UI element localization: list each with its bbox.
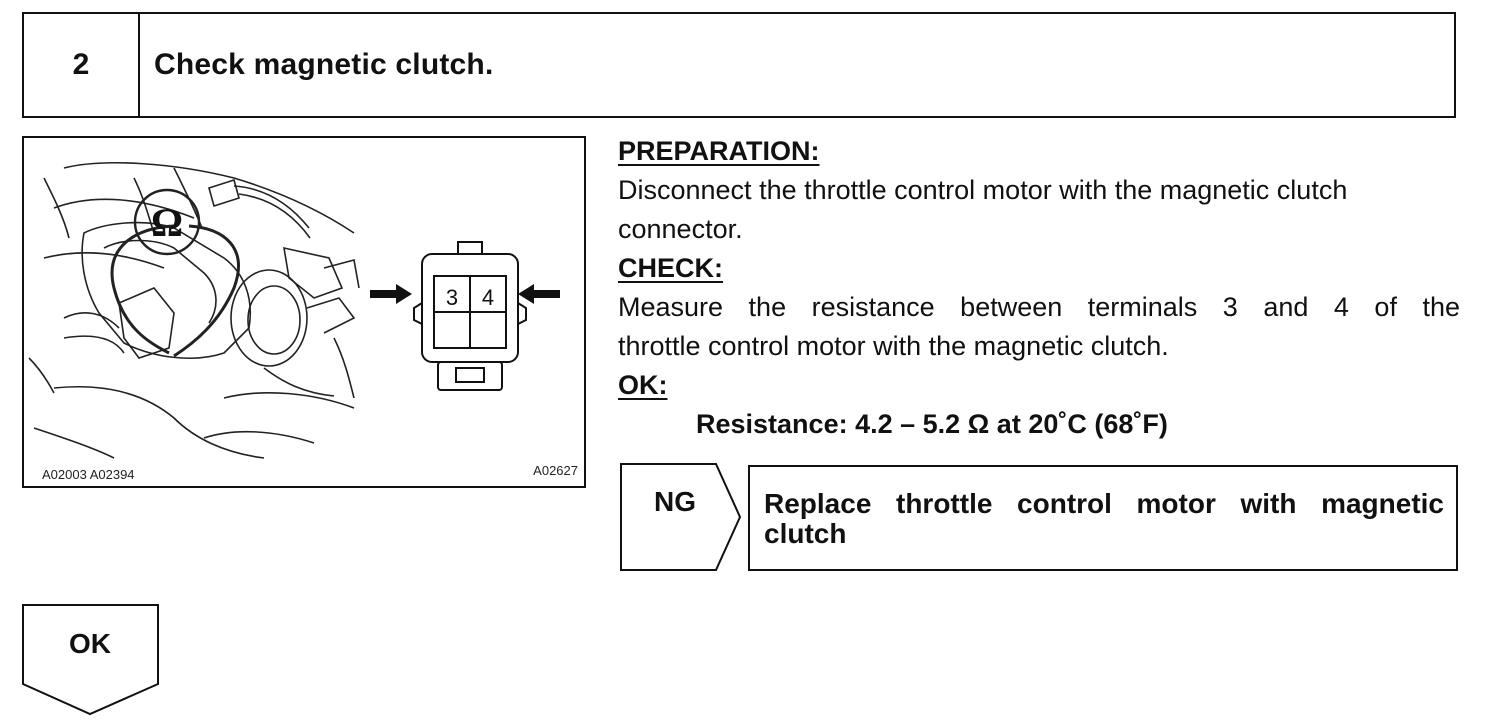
preparation-text-line2: connector. <box>618 214 743 244</box>
step-number: 2 <box>24 14 140 116</box>
connector-illustration: Ω 3 4 <box>28 161 560 459</box>
ng-action: Replace throttle control motor with magn… <box>748 465 1458 571</box>
illustration-code-left: A02003 A02394 <box>42 467 135 482</box>
ng-label: NG <box>654 486 696 517</box>
check-heading: CHECK: <box>618 253 723 283</box>
preparation-text-line1: Disconnect the throttle control motor wi… <box>618 175 1348 205</box>
ng-arrow-shape <box>620 463 742 571</box>
check-text-line2: throttle control motor with the magnetic… <box>618 331 1169 361</box>
terminal-3-label: 3 <box>446 285 458 310</box>
ohm-symbol: Ω <box>151 200 183 245</box>
step-title: Check magnetic clutch. <box>154 48 494 81</box>
ok-heading: OK: <box>618 370 668 400</box>
step-header: 2 Check magnetic clutch. <box>22 12 1456 118</box>
ok-branch: OK <box>22 604 160 716</box>
resistance-spec: Resistance: 4.2 – 5.2 Ω at 20˚C (68˚F) <box>696 409 1168 439</box>
illustration-code-right: A02627 <box>533 463 578 478</box>
ok-arrow-shape <box>22 604 159 716</box>
ok-label: OK <box>69 628 111 659</box>
instructions: PREPARATION: Disconnect the throttle con… <box>618 132 1460 444</box>
check-text-line1: Measure the resistance between terminals… <box>618 292 1460 322</box>
preparation-heading: PREPARATION: <box>618 136 820 166</box>
terminal-4-label: 4 <box>482 285 494 310</box>
illustration: Ω 3 4 A02003 A02394 A02627 <box>22 136 586 488</box>
ng-branch: NG <box>620 462 742 572</box>
